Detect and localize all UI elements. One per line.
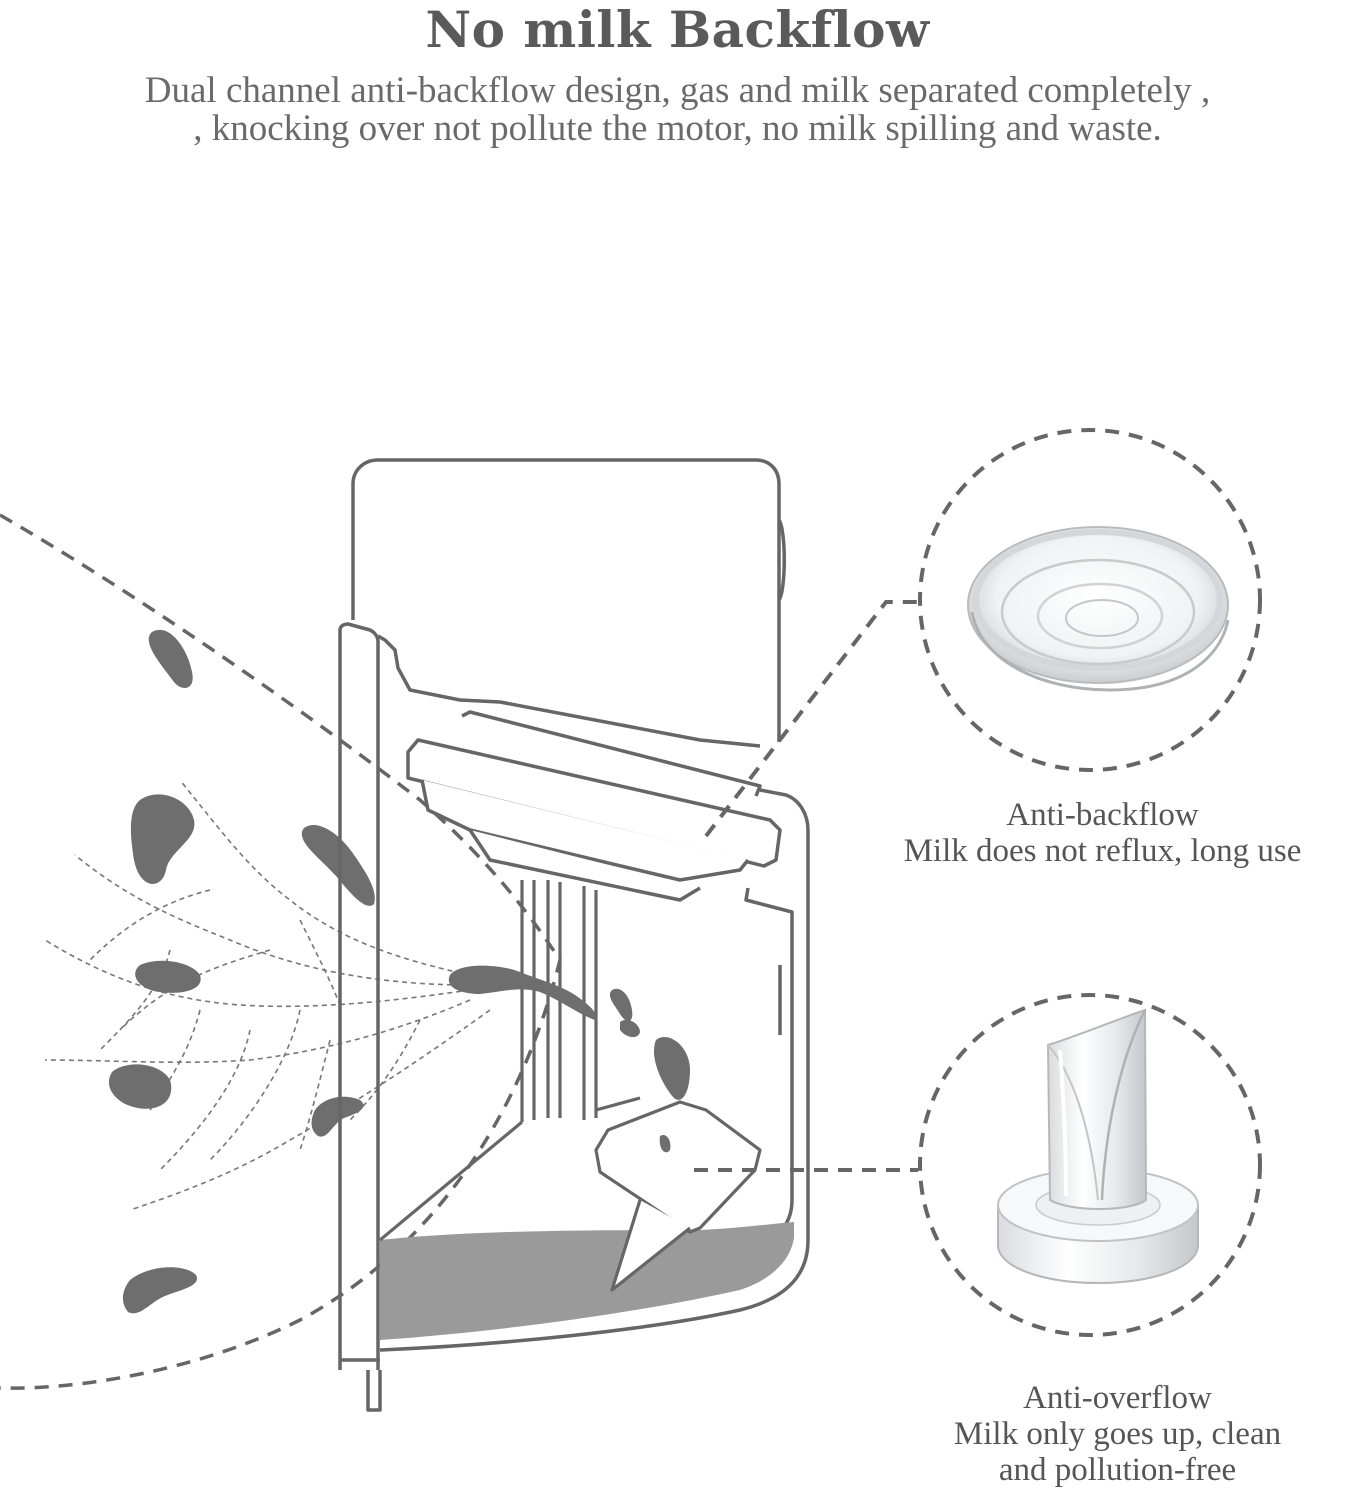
silicone-diaphragm-icon <box>967 526 1230 692</box>
subtitle-line-1: Dual channel anti-backflow design, gas a… <box>144 70 1211 111</box>
anti-backflow-heading: Anti-backflow <box>1006 797 1199 833</box>
anti-backflow-text: Milk does not reflux, long use <box>903 833 1302 869</box>
anti-overflow-heading: Anti-overflow <box>1023 1380 1212 1416</box>
anti-backflow-caption: Anti-backflow Milk does not reflux, long… <box>850 797 1355 869</box>
anti-overflow-callout-circle <box>918 993 1262 1337</box>
callout-leaders <box>694 600 918 1172</box>
milk-pool <box>380 1222 794 1340</box>
neck-channel <box>378 880 641 1242</box>
milk-lobes <box>108 629 375 1314</box>
anti-overflow-text-line-1: Milk only goes up, clean <box>953 1416 1282 1452</box>
subtitle: Dual channel anti-backflow design, gas a… <box>40 72 1315 148</box>
subtitle-line-2: , knocking over not pollute the motor, n… <box>193 108 1162 149</box>
anti-overflow-text-line-2: and pollution-free <box>998 1452 1237 1488</box>
pump-housing <box>338 458 810 1412</box>
milk-ducts <box>44 779 491 1211</box>
duckbill-valve-inside <box>594 1100 762 1292</box>
milk-stream <box>448 965 690 1153</box>
duckbill-valve-icon <box>997 1008 1199 1285</box>
anti-backflow-callout-circle <box>918 428 1262 772</box>
anti-overflow-caption: Anti-overflow Milk only goes up, clean a… <box>880 1380 1355 1488</box>
page-title: No milk Backflow <box>425 0 930 59</box>
diaphragm-assembly <box>406 710 782 902</box>
